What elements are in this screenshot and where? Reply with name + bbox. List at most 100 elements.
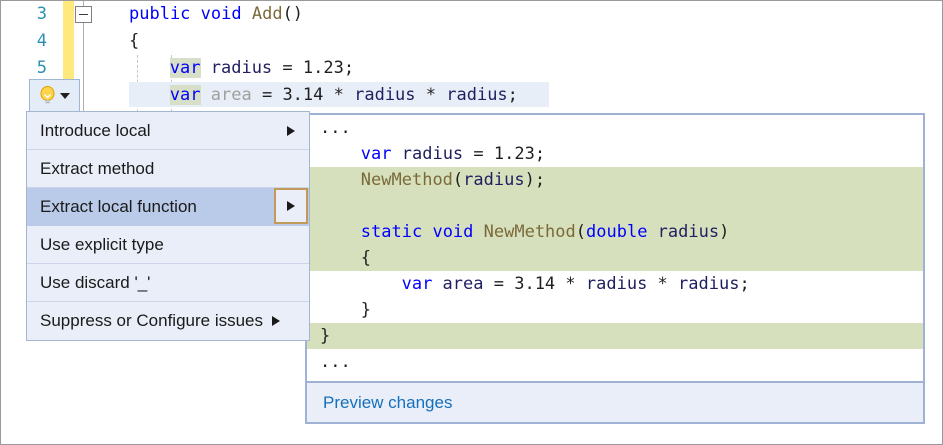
lightbulb-icon <box>40 86 55 104</box>
code-token: { <box>360 248 372 268</box>
code-token: area <box>210 85 252 105</box>
code-token: = <box>282 58 303 78</box>
code-token: radius <box>446 85 508 105</box>
preview-code-area: ...var radius = 1.23;NewMethod(radius);s… <box>305 113 925 383</box>
code-token: * <box>647 274 679 294</box>
code-token: ); <box>524 170 546 190</box>
code-line: { <box>129 28 139 55</box>
code-token: ; <box>507 85 518 105</box>
code-token: ; <box>343 58 355 78</box>
code-token: double <box>586 222 648 242</box>
code-token: ) <box>719 222 730 242</box>
code-token: } <box>320 326 331 346</box>
code-token: = <box>493 274 515 294</box>
menu-item-label: Introduce local <box>40 120 151 140</box>
preview-added-line <box>307 193 923 219</box>
code-token: NewMethod <box>360 170 453 190</box>
preview-code-line: ... <box>320 349 351 375</box>
preview-code-line: ... <box>320 115 351 141</box>
code-token: radius <box>463 170 525 190</box>
code-token: Add <box>251 4 283 24</box>
code-token: radius <box>678 274 740 294</box>
code-token: radius <box>647 222 720 242</box>
code-token: * <box>555 274 586 294</box>
code-token: } <box>360 300 372 320</box>
code-token: area <box>432 274 494 294</box>
menu-item-label: Use discard '_' <box>40 272 151 292</box>
code-line: var area = 3.14 * radius * radius; <box>169 82 518 109</box>
code-token: NewMethod <box>483 222 576 242</box>
code-token: var <box>360 144 392 164</box>
menu-item-label: Extract local function <box>40 196 197 216</box>
code-token: static <box>360 222 433 242</box>
preview-changes-link[interactable]: Preview changes <box>323 392 453 412</box>
outlining-rail <box>83 1 84 116</box>
preview-added-line <box>307 167 923 193</box>
preview-context-line <box>307 349 923 375</box>
menu-item-label: Use explicit type <box>40 234 164 254</box>
code-token: = <box>251 85 283 105</box>
code-token: radius <box>354 85 416 105</box>
line-number: 4 <box>36 31 47 51</box>
code-token: radius <box>391 144 474 164</box>
preview-code-line: var radius = 1.23; <box>361 141 545 167</box>
code-line: public void Add() <box>129 1 303 28</box>
menu-item-extract-local-function[interactable]: Extract local function <box>27 188 309 226</box>
code-token: ( <box>575 222 587 242</box>
preview-code-line: static void NewMethod(double radius) <box>361 219 730 245</box>
code-token: ... <box>320 118 351 138</box>
menu-item-label: Suppress or Configure issues <box>40 311 264 330</box>
menu-item-label: Extract method <box>40 158 155 178</box>
code-token: () <box>282 4 304 24</box>
code-token: 1.23 <box>493 144 535 164</box>
code-line: var radius = 1.23; <box>169 55 355 82</box>
code-token: var <box>169 85 201 105</box>
preview-code-line: { <box>361 245 371 271</box>
code-token: = <box>473 144 494 164</box>
collapse-minus-icon[interactable] <box>75 6 92 23</box>
code-token <box>201 85 211 105</box>
code-token: var <box>401 274 433 294</box>
preview-context-line <box>307 297 923 323</box>
code-token: 1.23 <box>302 58 344 78</box>
code-token: 3.14 <box>282 85 324 105</box>
refactor-preview-panel: ...var radius = 1.23;NewMethod(radius);s… <box>305 113 925 424</box>
code-token: ( <box>452 170 464 190</box>
menu-item-use-explicit-type[interactable]: Use explicit type <box>27 226 309 264</box>
line-number: 5 <box>36 58 47 78</box>
menu-item-extract-method[interactable]: Extract method <box>27 150 309 188</box>
submenu-arrow-icon[interactable] <box>272 316 281 326</box>
code-token: ; <box>739 274 750 294</box>
preview-code-line: } <box>361 297 371 323</box>
submenu-arrow-icon[interactable] <box>274 188 308 224</box>
quick-actions-lightbulb-button[interactable] <box>29 79 80 112</box>
menu-item-introduce-local[interactable]: Introduce local <box>27 112 309 150</box>
code-token: ; <box>534 144 546 164</box>
preview-context-line <box>307 115 923 141</box>
code-token: void <box>432 222 484 242</box>
code-token: * <box>323 85 355 105</box>
line-number: 3 <box>36 4 47 24</box>
code-token: * <box>415 85 447 105</box>
chevron-down-icon[interactable] <box>60 92 70 99</box>
code-token: { <box>129 31 140 51</box>
submenu-arrow-icon[interactable] <box>287 125 295 136</box>
preview-footer: Preview changes <box>305 383 925 424</box>
code-token: radius <box>585 274 648 294</box>
code-token: var <box>169 58 201 78</box>
code-token: radius <box>200 58 283 78</box>
preview-added-line <box>307 323 923 349</box>
preview-code-line: NewMethod(radius); <box>361 167 545 193</box>
menu-item-use-discard[interactable]: Use discard '_' <box>27 264 309 302</box>
change-tracking-bar <box>63 1 74 99</box>
code-token: public <box>129 4 201 24</box>
preview-added-line <box>307 219 923 245</box>
preview-code-line: var area = 3.14 * radius * radius; <box>402 271 750 297</box>
code-token: void <box>200 4 252 24</box>
preview-code-line: } <box>320 323 330 349</box>
code-token: 3.14 <box>514 274 556 294</box>
menu-item-suppress-or-configure-issues[interactable]: Suppress or Configure issues <box>27 302 309 340</box>
preview-added-line <box>307 245 923 271</box>
